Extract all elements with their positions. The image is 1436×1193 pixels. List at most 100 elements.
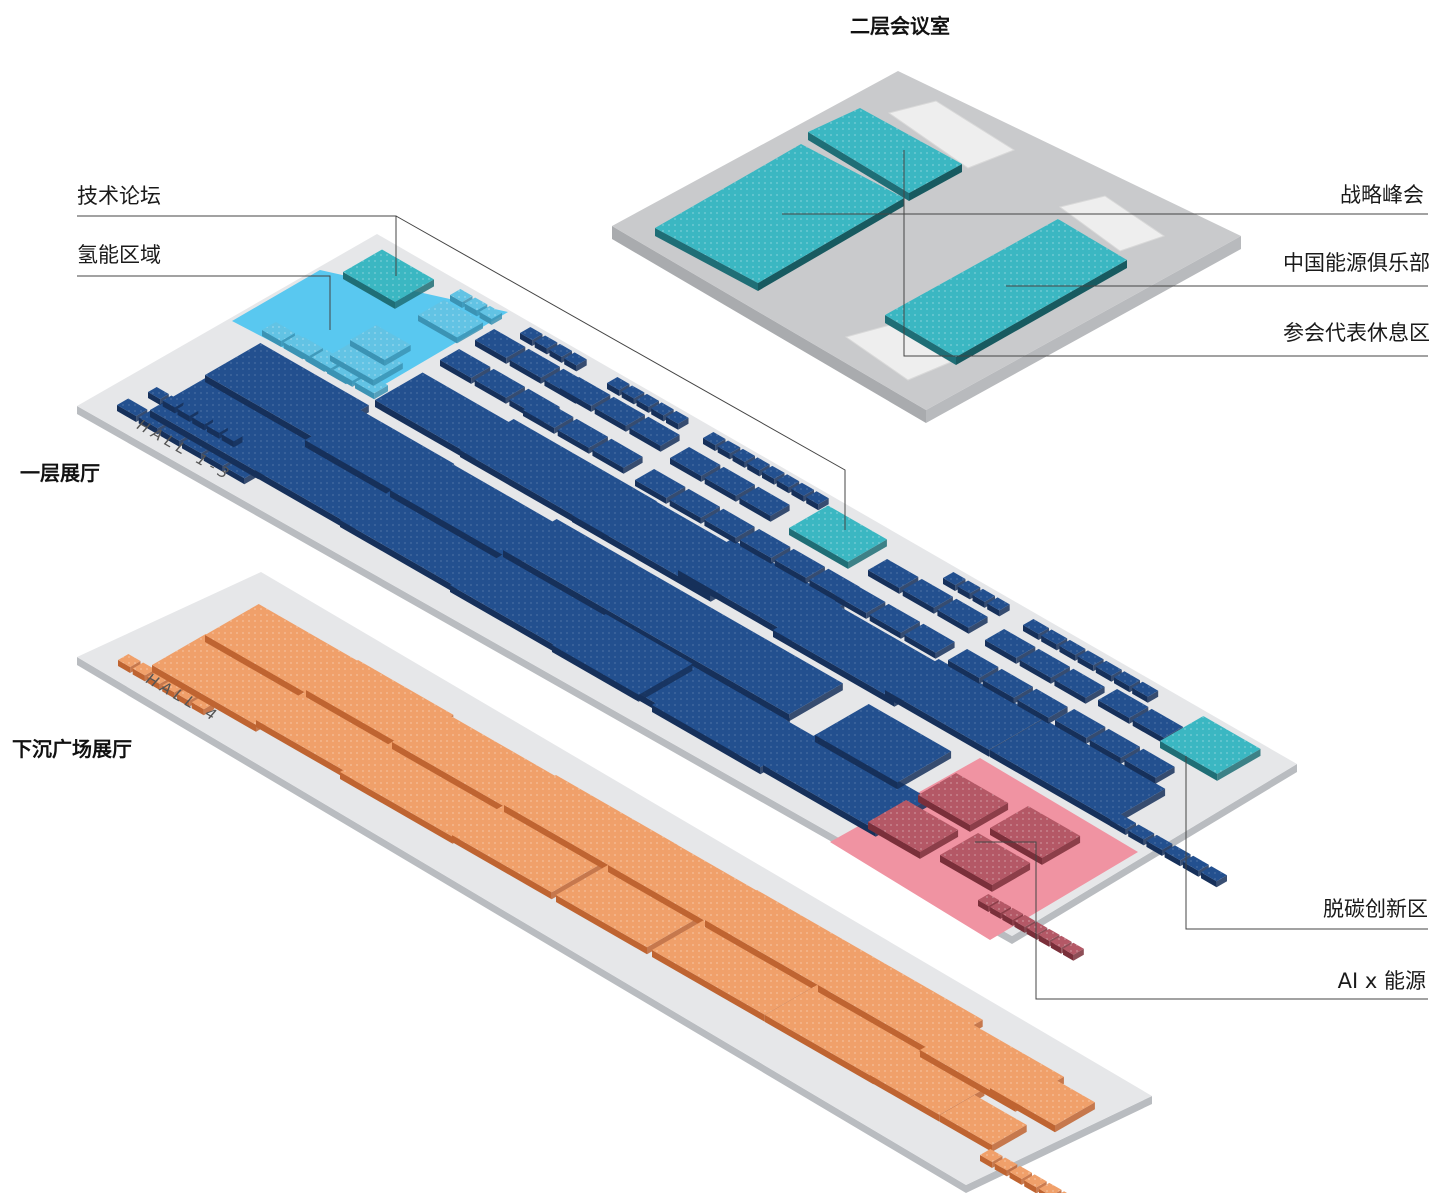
booth (937, 598, 988, 634)
hydrogen-booth (418, 300, 483, 344)
lounge-block (887, 100, 1016, 169)
leader-tech-forum-2 (395, 215, 846, 530)
small-booth (666, 410, 689, 430)
meeting-floor-side (612, 226, 926, 423)
decarb-booth (918, 773, 1009, 832)
first-floor-title: 一层展厅 (20, 461, 100, 485)
small-booth (191, 696, 215, 716)
small-booth (980, 1149, 1003, 1168)
hall-4-booth (556, 865, 699, 955)
exhibit-booth (375, 372, 518, 462)
booth (1124, 748, 1175, 784)
small-booth (1024, 1174, 1047, 1193)
leader-decarb (1185, 756, 1428, 930)
leader-ai (975, 841, 1428, 1000)
small-booth (549, 343, 572, 363)
booth (629, 416, 680, 452)
small-booth (221, 429, 243, 448)
small-booth (1039, 1182, 1062, 1193)
decarb-booth (1063, 942, 1084, 961)
hall-4-booth (765, 985, 926, 1085)
booth (704, 508, 755, 544)
small-booth (703, 432, 726, 451)
small-booth (564, 352, 587, 372)
small-booth (1095, 660, 1122, 682)
leader-lounge (903, 150, 1428, 357)
booth (592, 438, 643, 474)
small-booth (957, 580, 981, 600)
decarb-booth (1002, 907, 1024, 926)
booth (904, 623, 955, 659)
small-booth (520, 327, 543, 346)
hydrogen-booth (464, 297, 488, 317)
label-strategic-summit: 战略峰会 (1340, 183, 1424, 207)
exhibit-booth (815, 704, 952, 790)
booth (982, 668, 1033, 704)
tech-forum-booth (343, 249, 434, 309)
small-booth (192, 412, 213, 431)
lounge-block (1058, 195, 1166, 252)
label-delegate-lounge: 参会代表休息区 (1283, 321, 1430, 345)
booth (902, 578, 953, 614)
small-booth (162, 395, 184, 414)
meeting-floor-side-right (926, 236, 1241, 423)
small-booth (762, 465, 785, 485)
small-booth (148, 387, 169, 405)
exhibit-booth (763, 734, 930, 837)
label-hydrogen-zone: 氢能区域 (77, 243, 161, 267)
booth (1019, 648, 1070, 684)
hall-4-booth (990, 1065, 1095, 1133)
booth (739, 486, 790, 522)
tech-forum-booth (1160, 716, 1261, 781)
booth (440, 349, 491, 384)
small-booth (972, 588, 995, 608)
small-booth (1128, 824, 1155, 846)
exhibit-booth (390, 459, 566, 567)
small-booth (1201, 866, 1227, 888)
leader-hydrogen (77, 275, 331, 330)
small-booth (791, 482, 814, 502)
exhibit-booth (773, 599, 949, 707)
small-booth (987, 597, 1010, 617)
hall-1-3-booths (117, 249, 1261, 961)
label-china-energy-club: 中国能源俱乐部 (1283, 251, 1430, 275)
small-booth (1164, 845, 1191, 867)
hall-4-booth (940, 1095, 1027, 1152)
small-booth (806, 491, 829, 511)
tech-forum-booth (789, 505, 887, 569)
hydrogen-booth (330, 338, 403, 386)
booth (1017, 688, 1068, 724)
hall-4-booths (118, 604, 1095, 1193)
decarb-booth (868, 800, 959, 859)
small-booth (1146, 834, 1173, 856)
booth (1054, 668, 1105, 704)
small-booth (747, 457, 770, 477)
leader-lines (77, 150, 1428, 1000)
decarb-booth (990, 806, 1081, 865)
small-booth (717, 440, 741, 460)
exhibit-booth (552, 614, 693, 702)
sunken-plaza-title: 下沉广场展厅 (12, 737, 132, 761)
booth (509, 348, 560, 384)
booth (635, 469, 686, 504)
label-tech-forum: 技术论坛 (77, 184, 161, 208)
small-booth (162, 679, 185, 699)
booth (1089, 728, 1140, 764)
small-booth (636, 393, 659, 413)
strategic-summit-room (655, 144, 904, 291)
booth (1055, 709, 1106, 744)
second-floor-title: 二层会议室 (850, 14, 950, 38)
small-booth (1077, 650, 1104, 672)
second-floor-meeting-rooms (612, 71, 1241, 423)
hall-4-booth (452, 805, 604, 900)
small-booth (943, 572, 966, 591)
hydrogen-booth (350, 325, 411, 366)
label-decarbonization: 脱碳创新区 (1323, 897, 1428, 921)
decarb-booth (940, 833, 1031, 892)
small-booth (177, 403, 199, 422)
label-ai-energy: AI x 能源 (1338, 969, 1426, 993)
exhibit-booth (990, 719, 1166, 827)
booth (557, 418, 608, 454)
exhibit-booth (503, 519, 843, 722)
